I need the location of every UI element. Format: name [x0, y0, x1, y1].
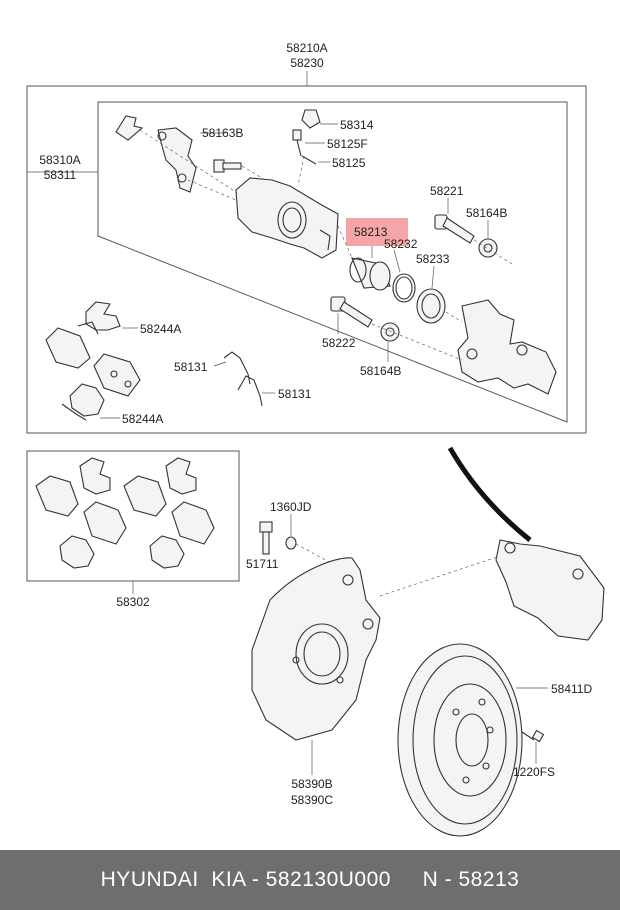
- bolt-58163b-icon: [213, 159, 242, 173]
- boot-58164b-bottom-icon: [380, 322, 400, 342]
- label-1220fs: 1220FS: [513, 765, 555, 779]
- guide-bolt-58221-icon: [434, 214, 475, 244]
- brake-disc-icon: [397, 643, 523, 837]
- brake-pad-left-icon: [45, 327, 91, 369]
- highlight-box: [346, 218, 408, 246]
- label-58163b: 58163B: [202, 126, 243, 140]
- dust-cover-icon: [251, 557, 381, 741]
- label-58311: 58311: [44, 168, 77, 182]
- label-58131-b: 58131: [278, 387, 312, 401]
- label-58125: 58125: [332, 156, 366, 170]
- caliper-body-icon: [235, 177, 339, 259]
- caliper-assembly-frame: [26, 85, 587, 434]
- wire-spring-b-icon: [237, 375, 263, 407]
- label-58302: 58302: [116, 595, 150, 609]
- label-58222: 58222: [322, 336, 356, 350]
- dust-cap-58125-icon: [301, 155, 317, 165]
- piston-boot-icon: [416, 288, 446, 324]
- bolt-51711-icon: [259, 521, 273, 555]
- label-58230: 58230: [290, 56, 324, 70]
- label-58244a-top: 58244A: [140, 322, 181, 336]
- label-58210a: 58210A: [286, 41, 327, 55]
- wire-spring-a-icon: [223, 351, 251, 385]
- caliper-inner-frame: [97, 101, 568, 423]
- label-58411d: 58411D: [551, 682, 592, 696]
- boot-58164b-top-icon: [478, 238, 498, 258]
- washer-1360jd-icon: [285, 536, 297, 550]
- guide-bolt-58222-icon: [330, 296, 373, 328]
- label-58131-a: 58131: [174, 360, 208, 374]
- bracket-clip-icon: [115, 115, 144, 141]
- label-58310a: 58310A: [39, 153, 80, 167]
- label-58221: 58221: [430, 184, 464, 198]
- piston-icon: [349, 257, 391, 291]
- label-58164b-bottom: 58164B: [360, 364, 401, 378]
- screw-1220fs-icon: [521, 729, 545, 743]
- label-51711: 51711: [246, 557, 279, 571]
- label-58390c: 58390C: [291, 793, 333, 807]
- label-58244a-bottom: 58244A: [122, 412, 163, 426]
- carrier-right-icon: [457, 299, 557, 395]
- label-58233: 58233: [416, 252, 450, 266]
- cap-58314-icon: [301, 109, 321, 129]
- label-58213: 58213: [354, 225, 388, 239]
- pad-spring-bottom-icon: [61, 383, 105, 421]
- knuckle-icon: [495, 539, 605, 641]
- label-58125f: 58125F: [327, 137, 368, 151]
- label-58164b-top: 58164B: [466, 206, 507, 220]
- label-1360jd: 1360JD: [270, 500, 312, 514]
- carrier-bracket-icon: [157, 127, 197, 193]
- brake-pad-right-icon: [93, 353, 141, 397]
- pad-kit-parts-icon: [35, 457, 215, 569]
- pad-spring-top-icon: [77, 301, 121, 335]
- label-58232: 58232: [384, 237, 418, 251]
- label-58390b: 58390B: [291, 777, 332, 791]
- exploded-brake-diagram: 58210A 58230 58310A 58311 58163B 58314 5…: [26, 41, 605, 837]
- piston-seal-icon: [392, 273, 416, 303]
- label-58314: 58314: [340, 118, 374, 132]
- part-number-footer: HYUNDAI KIA - 582130U000 N - 58213: [0, 850, 620, 910]
- bleeder-screw-icon: [292, 129, 302, 157]
